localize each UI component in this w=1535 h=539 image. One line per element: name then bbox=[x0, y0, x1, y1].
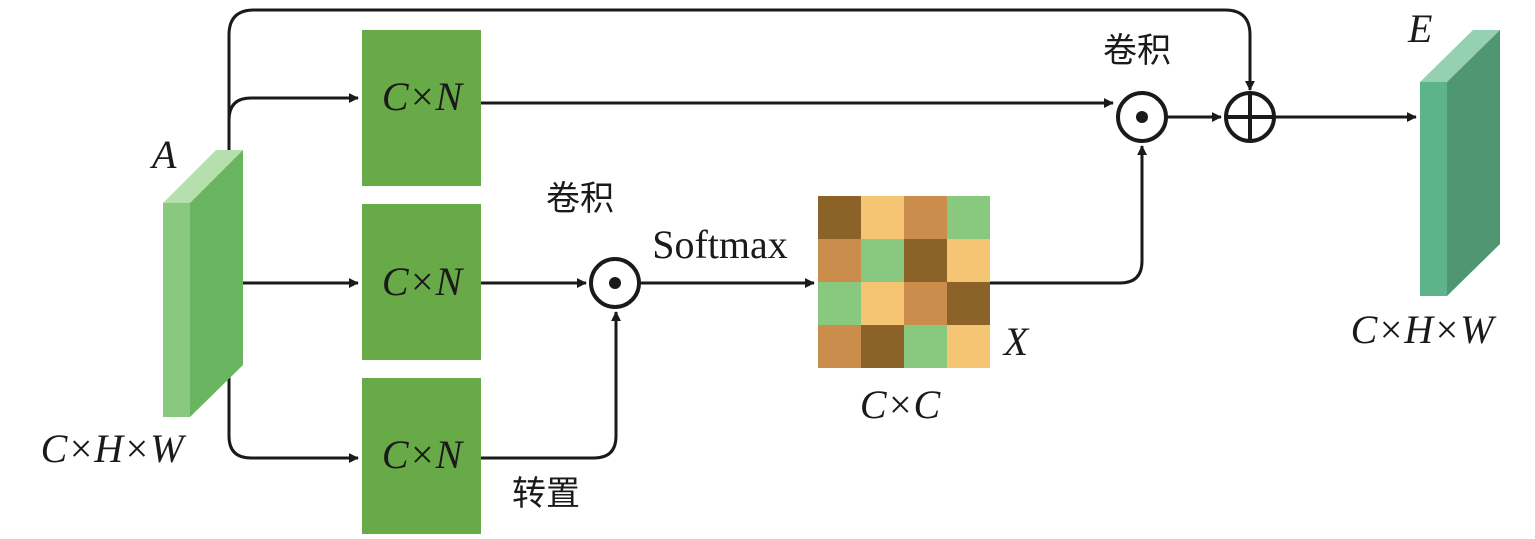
conv-mid-label: 卷积 bbox=[546, 179, 614, 219]
matrix-cell bbox=[861, 325, 904, 368]
output-feature-E bbox=[1420, 30, 1500, 296]
attention-matrix bbox=[818, 196, 990, 368]
dot-product-icon bbox=[609, 277, 621, 289]
conv-op-top bbox=[1116, 91, 1168, 143]
output-dims: C×H×W bbox=[1351, 307, 1498, 352]
matrix-label: X bbox=[1002, 319, 1030, 364]
matrix-cell bbox=[818, 239, 861, 282]
branch-box-3 bbox=[362, 378, 481, 534]
matrix-to-conv bbox=[990, 146, 1142, 285]
branch3-line bbox=[227, 365, 358, 458]
conv-top-label: 卷积 bbox=[1103, 31, 1171, 71]
residual-line bbox=[227, 8, 1250, 150]
branch-box-1 bbox=[362, 30, 481, 186]
connectors bbox=[227, 8, 1416, 460]
matrix-cell bbox=[947, 325, 990, 368]
matrix-cell bbox=[904, 239, 947, 282]
transpose-line bbox=[481, 312, 616, 460]
input-label: A bbox=[149, 132, 177, 177]
matrix-dims: C×C bbox=[860, 382, 942, 427]
matrix-cell bbox=[947, 282, 990, 325]
matrix-cell bbox=[861, 196, 904, 239]
plus-icon bbox=[1226, 93, 1274, 141]
transpose-label: 转置 bbox=[512, 474, 580, 514]
branch-box-2 bbox=[362, 204, 481, 360]
matrix-cell bbox=[947, 239, 990, 282]
branch1-label: C×N bbox=[382, 74, 465, 119]
matrix-cell bbox=[904, 196, 947, 239]
matrix-cell bbox=[818, 282, 861, 325]
softmax-label: Softmax bbox=[652, 222, 788, 267]
matrix-cell bbox=[947, 196, 990, 239]
branch2-label: C×N bbox=[382, 259, 465, 304]
matrix-cell bbox=[818, 325, 861, 368]
add-op bbox=[1224, 91, 1276, 143]
branch1-line bbox=[227, 98, 358, 140]
dot-product-icon bbox=[1136, 111, 1148, 123]
input-dims: C×H×W bbox=[41, 426, 188, 471]
matrix-cell bbox=[904, 282, 947, 325]
input-feature-A bbox=[163, 150, 243, 417]
matrix-cell bbox=[861, 282, 904, 325]
matrix-cell bbox=[904, 325, 947, 368]
matrix-cell bbox=[818, 196, 861, 239]
conv-op-mid bbox=[589, 257, 641, 309]
output-label: E bbox=[1407, 6, 1432, 51]
branch3-label: C×N bbox=[382, 432, 465, 477]
matrix-cell bbox=[861, 239, 904, 282]
